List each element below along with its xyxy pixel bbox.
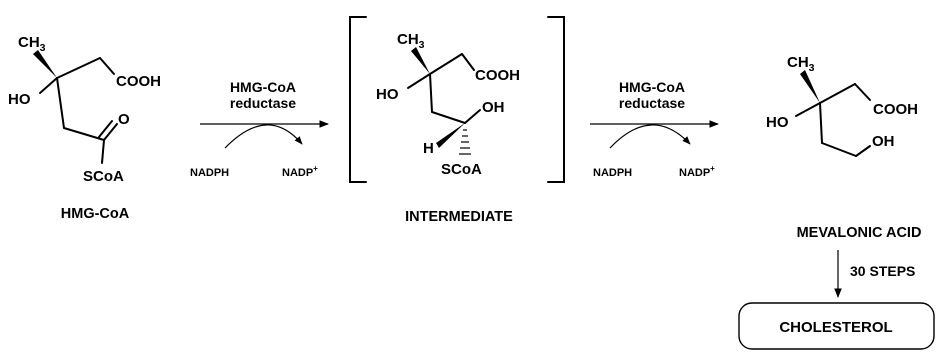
cofactor-1-in: NADPH bbox=[190, 167, 229, 179]
hmg-coa-co-bond-2 bbox=[98, 120, 113, 138]
intermediate-c-oh-bond bbox=[407, 73, 431, 89]
cofactor-2-in: NADPH bbox=[593, 167, 632, 179]
enzyme-2-name: HMG-CoA bbox=[619, 79, 685, 95]
mevalonic-acid-ch2-oh-bond bbox=[855, 145, 871, 157]
intermediate-wedge-bond bbox=[411, 47, 430, 74]
enzyme-2-name-line2: reductase bbox=[619, 95, 685, 111]
mevalonic-acid-label: MEVALONIC ACID bbox=[797, 225, 922, 241]
right-bracket bbox=[547, 16, 565, 183]
mevalonic-acid-methyl: CH3 bbox=[787, 54, 815, 74]
cholesterol-box bbox=[738, 302, 935, 350]
intermediate-ch2-cooh-bond bbox=[461, 53, 475, 71]
mevalonic-acid-acid: COOH bbox=[873, 101, 918, 118]
intermediate-ch2-bond bbox=[429, 53, 463, 75]
intermediate-methyl: CH3 bbox=[397, 31, 425, 51]
hmg-coa-thioester: SCoA bbox=[83, 168, 124, 185]
intermediate-ch2-down-bond bbox=[429, 73, 433, 113]
hmg-coa-structure: CH3 HO COOH O SCoA HMG-CoA bbox=[8, 34, 161, 222]
intermediate-hydroxyl: HO bbox=[376, 86, 399, 103]
mevalonic-acid-wedge-bond bbox=[800, 70, 820, 103]
intermediate-hash-bond bbox=[459, 129, 471, 155]
cofactor-1-curved-arrow bbox=[224, 124, 303, 149]
hmg-coa-co-bond-1 bbox=[103, 123, 118, 141]
hmg-coa-ch2-cooh-bond bbox=[99, 57, 115, 75]
intermediate-label: INTERMEDIATE bbox=[405, 209, 513, 225]
enzyme-1-name-line2: reductase bbox=[230, 95, 296, 111]
steps-label: 30 STEPS bbox=[850, 263, 915, 279]
mevalonic-acid-c-oh-bond bbox=[795, 102, 821, 117]
cholesterol-pathway: 30 STEPS CHOLESTEROL bbox=[738, 250, 935, 350]
intermediate-c-oh2-bond bbox=[464, 109, 481, 124]
mevalonic-acid-hydroxyl: HO bbox=[766, 114, 789, 131]
cofactor-1-out: NADP+ bbox=[282, 164, 318, 179]
mevalonic-acid-structure: CH3 HO COOH OH MEVALONIC ACID bbox=[766, 54, 921, 241]
mevalonic-acid-terminal-hydroxyl: OH bbox=[872, 133, 895, 150]
intermediate-h-wedge bbox=[436, 123, 465, 148]
hmg-coa-ch2-down-bond bbox=[56, 77, 65, 129]
cofactor-2-out: NADP+ bbox=[679, 164, 715, 179]
mevalonic-acid-ch2-cooh-bond bbox=[854, 83, 871, 101]
cofactor-2-curved-arrow bbox=[609, 124, 691, 149]
reaction-1: HMG-CoA reductase NADPH NADP+ bbox=[190, 79, 329, 179]
hmg-coa-ch2-carbonyl-bond bbox=[63, 127, 105, 141]
mevalonic-acid-ch2-ch2-bond bbox=[821, 142, 857, 157]
hmg-coa-carbonyl-oxygen: O bbox=[118, 111, 130, 128]
intermediate-hemi-hydroxyl: OH bbox=[482, 99, 505, 116]
mevalonic-acid-ch2-bond bbox=[819, 83, 856, 104]
reaction-2: HMG-CoA reductase NADPH NADP+ bbox=[590, 79, 719, 179]
hmg-coa-label: HMG-CoA bbox=[61, 206, 130, 222]
hmg-coa-acid: COOH bbox=[116, 73, 161, 90]
cholesterol-label: CHOLESTEROL bbox=[779, 319, 892, 336]
mevalonic-acid-ch2-down-bond bbox=[819, 102, 823, 144]
intermediate-thioester: SCoA bbox=[441, 161, 482, 178]
left-bracket bbox=[349, 16, 367, 183]
intermediate-acid: COOH bbox=[475, 67, 520, 84]
enzyme-1-name: HMG-CoA bbox=[230, 79, 296, 95]
hmg-coa-wedge-bond bbox=[33, 50, 57, 78]
intermediate-ch2-c-bond bbox=[431, 111, 466, 124]
hmg-coa-methyl: CH3 bbox=[18, 34, 46, 54]
hmg-coa-hydroxyl: HO bbox=[8, 91, 31, 108]
intermediate-structure: CH3 HO COOH OH H SCoA INTERMEDIATE bbox=[349, 16, 565, 225]
hmg-coa-ch2-bond bbox=[56, 57, 101, 79]
hmg-coa-c-oh-bond bbox=[39, 77, 58, 94]
hmg-coa-c-s-bond bbox=[101, 139, 105, 164]
intermediate-hydrogen: H bbox=[423, 140, 434, 157]
